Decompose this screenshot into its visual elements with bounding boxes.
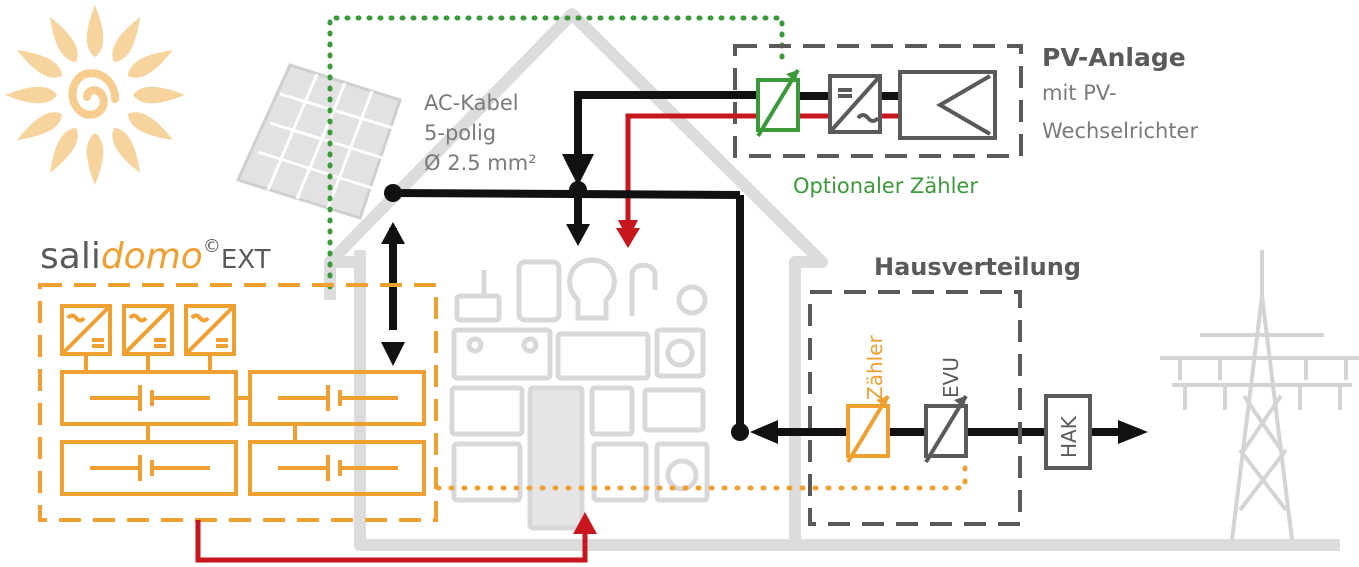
stove-icon	[451, 327, 553, 381]
pv-feed-line	[562, 91, 765, 186]
faucet-icon	[629, 262, 658, 316]
distribution-title: Hausverteilung	[874, 253, 1081, 281]
washer-top-icon	[654, 327, 706, 379]
distribution-box	[808, 290, 1022, 526]
dishwasher-icon	[591, 441, 649, 503]
pv-subtitle-2: Wechselrichter	[1042, 119, 1198, 143]
house-meter-icon	[846, 394, 890, 464]
green-dotted-line	[327, 15, 785, 290]
arrowheads	[381, 162, 1148, 444]
cable-label-line3: Ø 2.5 mm²	[424, 151, 537, 175]
battery-red-line	[195, 520, 588, 563]
house-outline	[324, 8, 1340, 551]
utility-label: EVU	[939, 357, 963, 398]
battery-inverters	[60, 304, 236, 356]
battery-modules	[60, 354, 426, 496]
fridge-icon	[527, 385, 585, 531]
pv-title: PV-Anlage	[1042, 43, 1186, 72]
cable-label-line1: AC-Kabel	[424, 91, 519, 115]
kettle-icon	[589, 385, 635, 437]
radiator-icon	[451, 441, 523, 503]
sun-icon	[5, 5, 185, 185]
solar-panel-icon	[235, 63, 402, 220]
microwave-icon	[642, 387, 706, 433]
hak-label: HAK	[1057, 415, 1081, 458]
optional-meter-icon	[756, 68, 800, 138]
phone-icon	[516, 259, 562, 323]
router-icon	[454, 293, 502, 323]
orange-dotted-line	[435, 459, 968, 491]
pv-subtitle-1: mit PV-	[1042, 81, 1117, 105]
main-lines	[389, 189, 1125, 436]
clock-icon	[676, 284, 708, 316]
junction-dots	[384, 181, 749, 441]
brand-logo: salidomo©EXT	[40, 236, 271, 277]
battery-system-box	[38, 283, 438, 522]
pv-inverter-icon	[828, 74, 882, 134]
bulb-icon	[567, 257, 617, 321]
hak-box	[1044, 394, 1092, 470]
oven-icon	[449, 385, 525, 437]
power-tower-icon	[1160, 250, 1359, 541]
pv-module-icon	[898, 70, 997, 140]
pv-system-box	[733, 44, 1023, 158]
dryer-icon	[654, 441, 710, 503]
house-meter-label: Zähler	[863, 335, 887, 400]
optional-meter-label: Optionaler Zähler	[793, 174, 978, 198]
tv-icon	[555, 331, 651, 381]
household-appliances	[449, 257, 710, 531]
cable-label-line2: 5-polig	[424, 121, 496, 145]
utility-meter-icon	[924, 394, 968, 464]
